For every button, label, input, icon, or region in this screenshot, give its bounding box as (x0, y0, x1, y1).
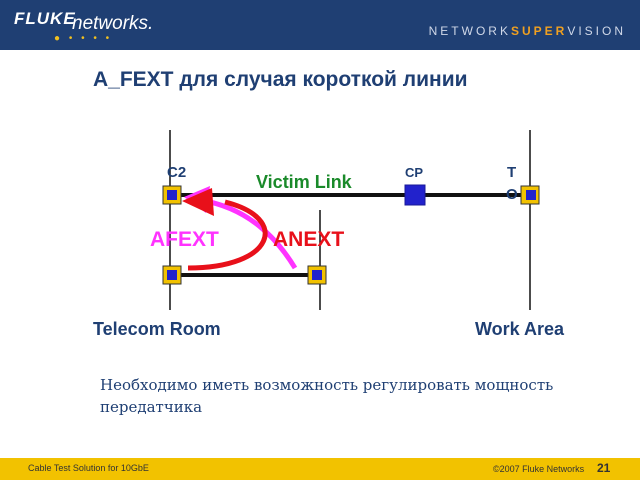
label-afext: AFEXT (150, 228, 219, 251)
label-to-t: T (507, 164, 516, 181)
logo-dots-icon: ● • • • • (54, 33, 113, 44)
label-to-o: O (506, 186, 518, 203)
afext-arrowhead-icon (182, 188, 214, 216)
disturber-end-connector (307, 265, 327, 285)
anext-arrow (199, 197, 298, 270)
tagline-part2: SUPER (510, 24, 568, 38)
label-cp: CP (405, 165, 423, 180)
footer-copyright: ©2007 Fluke Networks (493, 464, 585, 474)
c2-connector-bottom (162, 265, 182, 285)
label-victim-link: Victim Link (256, 172, 353, 192)
tagline-part1: NETWORK (428, 24, 511, 38)
to-connector (520, 185, 540, 205)
page-number: 21 (597, 461, 611, 475)
tagline-part3: VISION (567, 24, 626, 38)
c2-connector-top (162, 185, 182, 205)
afext-arrow (187, 199, 268, 271)
label-c2: C2 (167, 164, 186, 181)
header-bar: FLUKE networks. ● • • • • NETWORKSUPERVI… (0, 0, 640, 50)
tagline: NETWORKSUPERVISION (429, 24, 626, 38)
label-anext: ANEXT (273, 228, 344, 251)
caption-text: Необходимо иметь возможность регулироват… (100, 376, 554, 416)
label-work-area: Work Area (475, 319, 565, 339)
fluke-networks-logo: FLUKE networks. ● • • • • (14, 7, 164, 45)
logo-networks-text: networks. (72, 13, 154, 34)
slide-title: A_FEXT для случая короткой линии (93, 68, 468, 91)
cp-connector (404, 184, 426, 206)
footer-bar: Cable Test Solution for 10GbE ©2007 Fluk… (0, 458, 640, 480)
footer-left-text: Cable Test Solution for 10GbE (28, 463, 149, 473)
label-telecom-room: Telecom Room (93, 319, 221, 339)
logo-fluke-text: FLUKE (14, 9, 76, 28)
